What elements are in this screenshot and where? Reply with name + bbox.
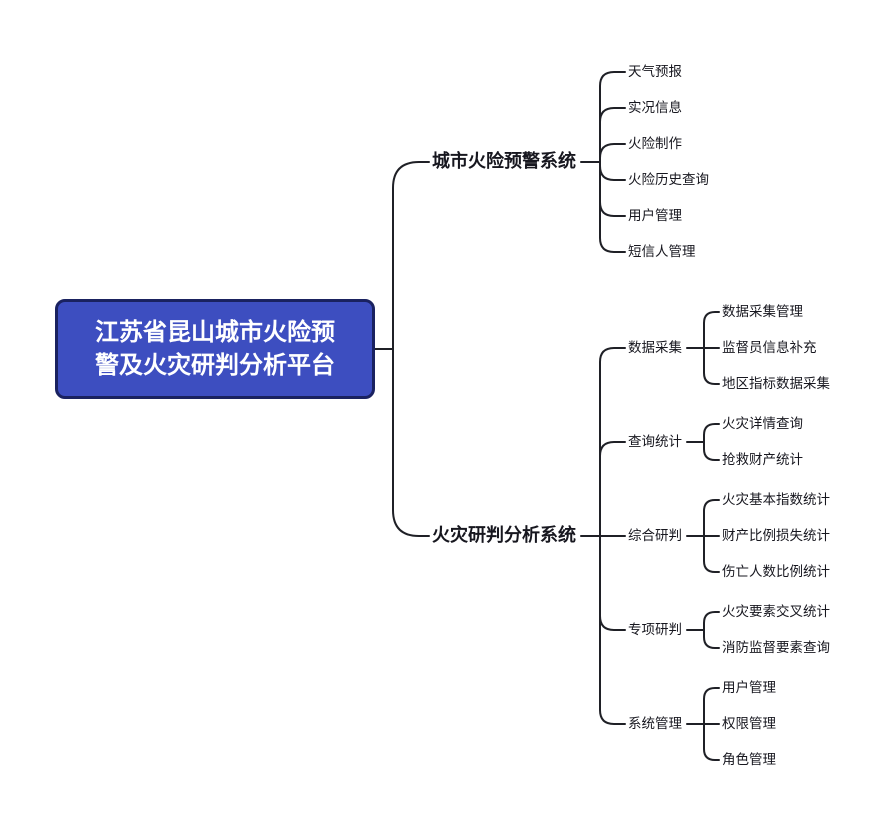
connector-line: [703, 347, 720, 385]
mindmap-branch-node[interactable]: 查询统计: [628, 433, 682, 450]
mindmap-leaf-node[interactable]: 天气预报: [628, 63, 682, 80]
mindmap-leaf-node[interactable]: 财产比例损失统计: [722, 527, 830, 544]
root-title-line1: 江苏省昆山城市火险预: [95, 318, 335, 346]
connector-line: [703, 441, 720, 461]
mindmap-leaf-node[interactable]: 火灾要素交叉统计: [722, 603, 830, 620]
connector-line: [599, 143, 626, 163]
mindmap-leaf-node[interactable]: 抢救财产统计: [722, 451, 803, 468]
connector-line: [392, 348, 430, 537]
mindmap-leaf-node[interactable]: 用户管理: [628, 207, 682, 224]
connector-line: [599, 535, 626, 725]
connector-line: [703, 311, 720, 349]
mindmap-leaf-node[interactable]: 用户管理: [722, 679, 776, 696]
mindmap-leaf-node[interactable]: 火灾详情查询: [722, 415, 803, 432]
connector-line: [703, 535, 720, 573]
mindmap-root-node[interactable]: 江苏省昆山城市火险预 警及火灾研判分析平台: [55, 299, 375, 399]
mindmap-leaf-node[interactable]: 火险历史查询: [628, 171, 709, 188]
mindmap-leaf-node[interactable]: 数据采集管理: [722, 303, 803, 320]
mindmap-leaf-node[interactable]: 角色管理: [722, 751, 776, 768]
mindmap-branch-node[interactable]: 城市火险预警系统: [432, 150, 576, 172]
connector-line: [599, 161, 626, 217]
mindmap-branch-node[interactable]: 综合研判: [628, 527, 682, 544]
mindmap-leaf-node[interactable]: 伤亡人数比例统计: [722, 563, 830, 580]
mindmap-leaf-node[interactable]: 短信人管理: [628, 243, 696, 260]
mindmap-leaf-node[interactable]: 火灾基本指数统计: [722, 491, 830, 508]
mindmap-leaf-node[interactable]: 监督员信息补充: [722, 339, 817, 356]
mindmap-branch-node[interactable]: 火灾研判分析系统: [432, 524, 576, 546]
connector-line: [703, 611, 720, 631]
connector-line: [599, 107, 626, 163]
connector-line: [392, 161, 430, 350]
mindmap-branch-node[interactable]: 专项研判: [628, 621, 682, 638]
root-title-line2: 警及火灾研判分析平台: [95, 351, 335, 379]
connector-line: [599, 441, 626, 537]
connector-line: [703, 687, 720, 725]
mindmap-leaf-node[interactable]: 地区指标数据采集: [722, 375, 830, 392]
mindmap-branch-node[interactable]: 系统管理: [628, 715, 682, 732]
connector-line: [703, 423, 720, 443]
connector-line: [703, 629, 720, 649]
connector-line: [703, 723, 720, 761]
connector-line: [599, 71, 626, 163]
mindmap-leaf-node[interactable]: 消防监督要素查询: [722, 639, 830, 656]
connector-line: [599, 161, 626, 181]
mindmap-leaf-node[interactable]: 实况信息: [628, 99, 682, 116]
connector-line: [703, 499, 720, 537]
mindmap-branch-node[interactable]: 数据采集: [628, 339, 682, 356]
mindmap-leaf-node[interactable]: 权限管理: [722, 715, 776, 732]
connector-line: [599, 347, 626, 537]
connector-line: [599, 535, 626, 631]
mindmap-leaf-node[interactable]: 火险制作: [628, 135, 682, 152]
connector-line: [599, 161, 626, 253]
